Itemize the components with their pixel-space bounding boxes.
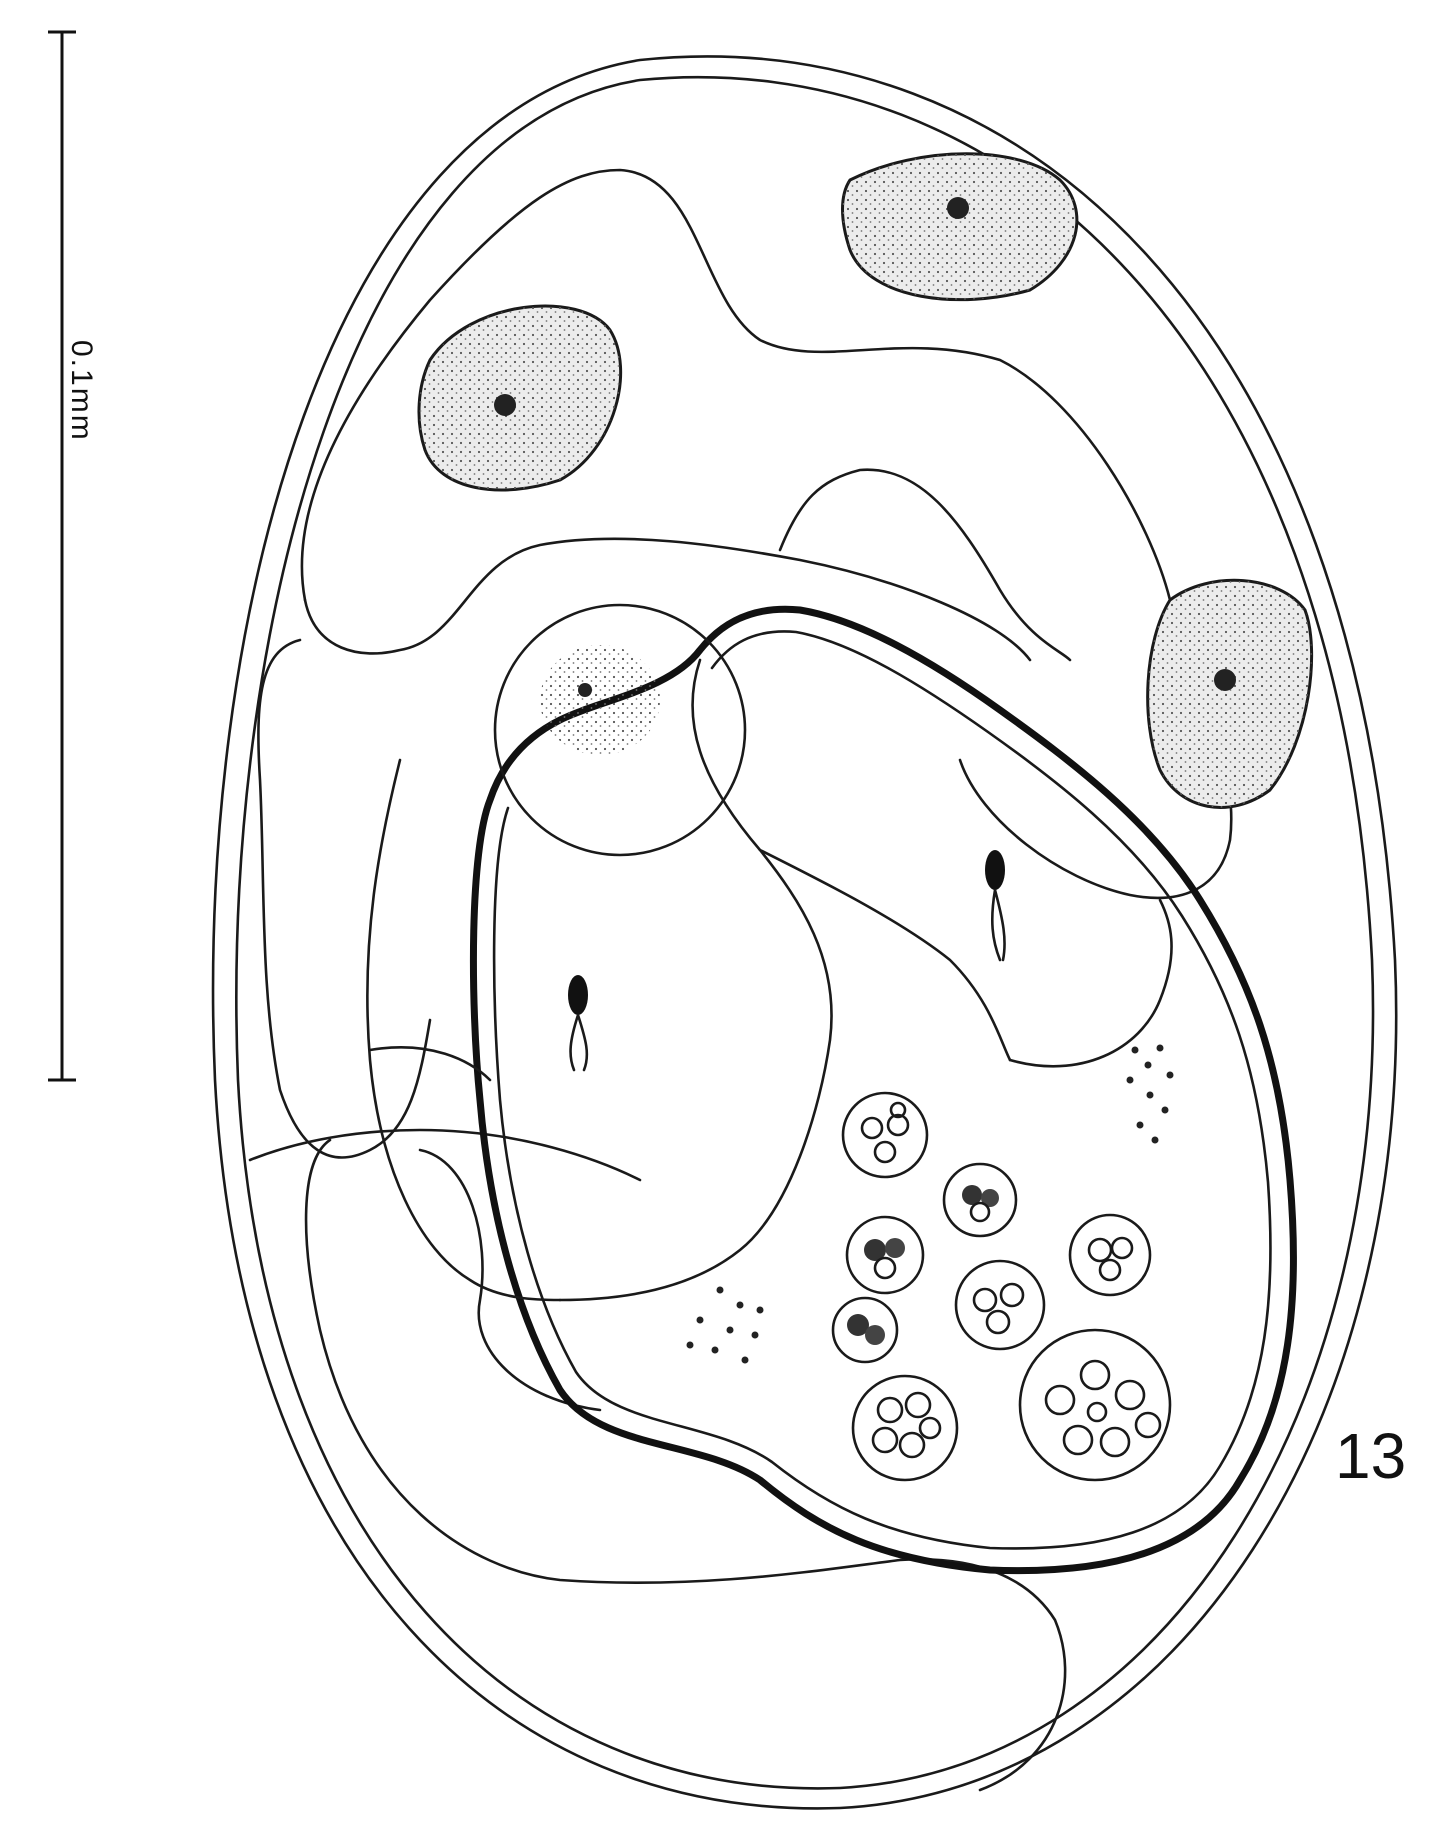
- flagellated-cell-1: [568, 975, 588, 1070]
- cyst-cluster-2: [944, 1164, 1016, 1236]
- cyst-cluster-3: [847, 1217, 923, 1293]
- flagellated-cell-2: [985, 850, 1005, 960]
- cyst-cluster-4: [1070, 1215, 1150, 1295]
- spherical-cell: [495, 605, 745, 855]
- somatic-cells: [250, 170, 1231, 1790]
- nucleus-right: [1148, 580, 1312, 807]
- cyst-cluster-1: [843, 1093, 927, 1177]
- cyst-cluster-5: [956, 1261, 1044, 1349]
- figure-number: 13: [1335, 1420, 1406, 1492]
- cyst-cluster-8: [1020, 1330, 1170, 1480]
- cyst-cluster-6: [833, 1298, 897, 1362]
- nucleus-left: [419, 306, 621, 490]
- cyst-cluster-7: [853, 1376, 957, 1480]
- scale-bar-label: 0.1mm: [65, 340, 98, 442]
- dot-cluster-right: [1127, 1045, 1174, 1144]
- nucleus-top: [843, 154, 1077, 300]
- scale-bar: 0.1mm: [48, 32, 98, 1080]
- dot-cluster-left: [687, 1287, 764, 1364]
- inner-cells: [367, 660, 1171, 1300]
